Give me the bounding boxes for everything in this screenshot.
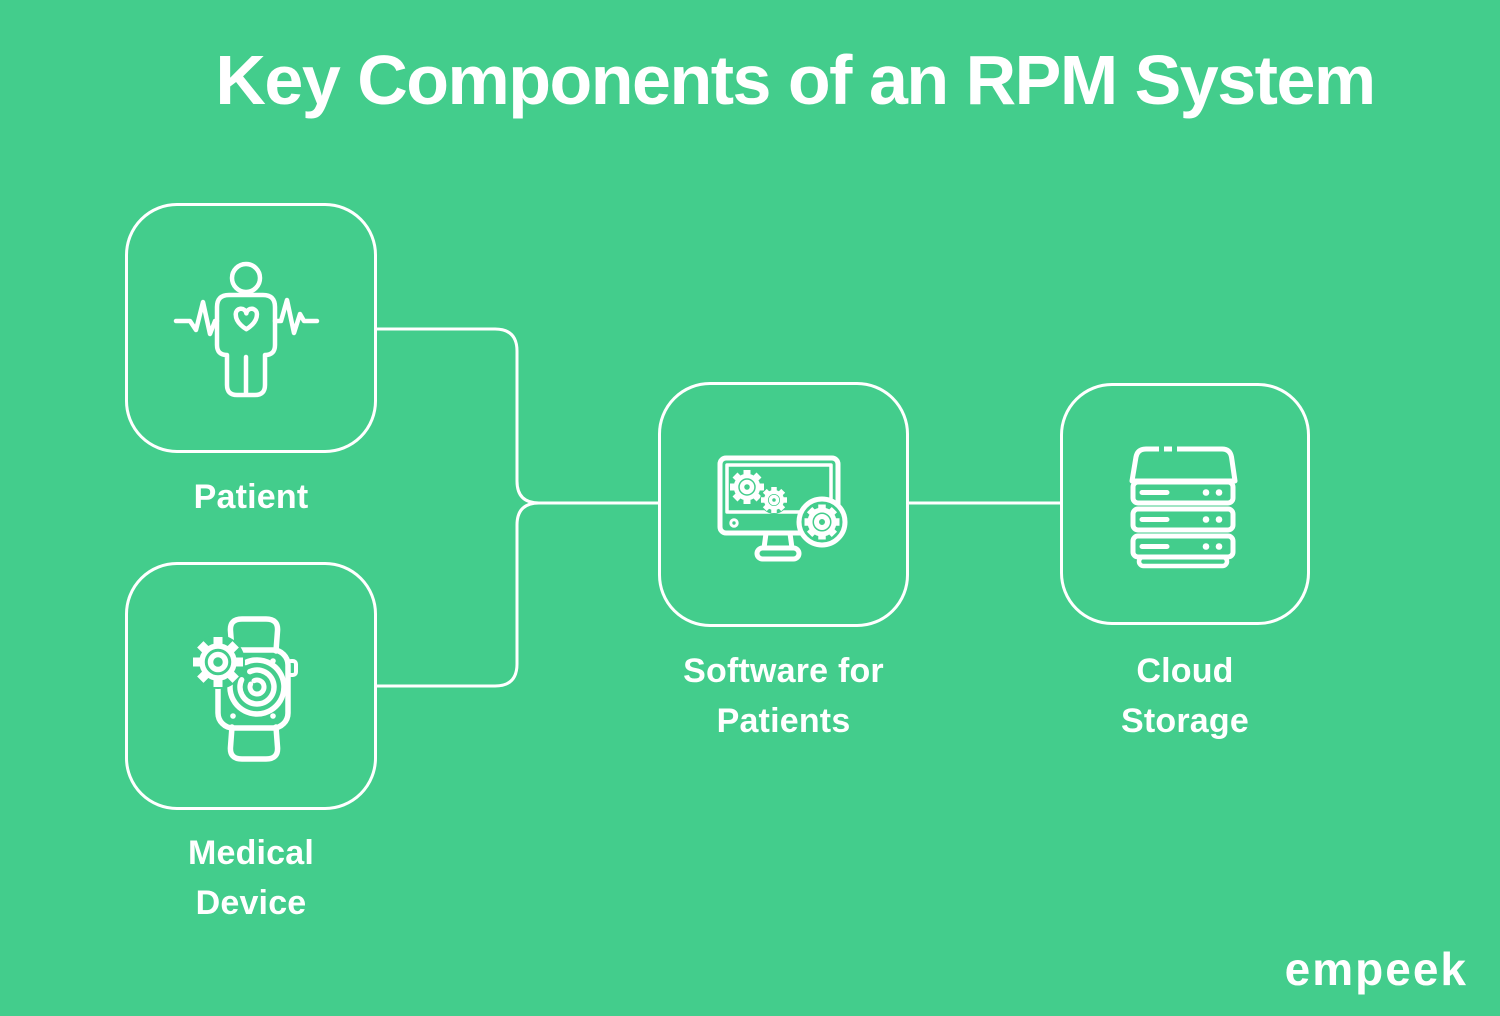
connector-patient-to-software [377, 327, 658, 505]
patient-heartbeat-icon [173, 261, 320, 398]
node-label-medical-device: Medical Device [187, 834, 315, 922]
node-box-cloud-storage [1060, 383, 1310, 625]
smartwatch-gear-icon [191, 616, 298, 762]
connector-lines [377, 327, 1060, 688]
node-label-software: Software for Patients [683, 652, 884, 740]
node-box-patient [125, 203, 377, 453]
connector-medical-to-software [377, 501, 540, 688]
server-stack-icon [1129, 446, 1238, 569]
monitor-gears-icon [717, 455, 848, 562]
empeek-logo: empeek [1284, 943, 1468, 995]
node-box-medical-device [125, 562, 377, 810]
page-title: Key Components of an RPM System [215, 41, 1376, 119]
node-label-cloud-storage: Cloud Storage [1121, 652, 1249, 740]
node-label-patient: Patient [193, 478, 309, 516]
node-box-software [658, 382, 909, 627]
